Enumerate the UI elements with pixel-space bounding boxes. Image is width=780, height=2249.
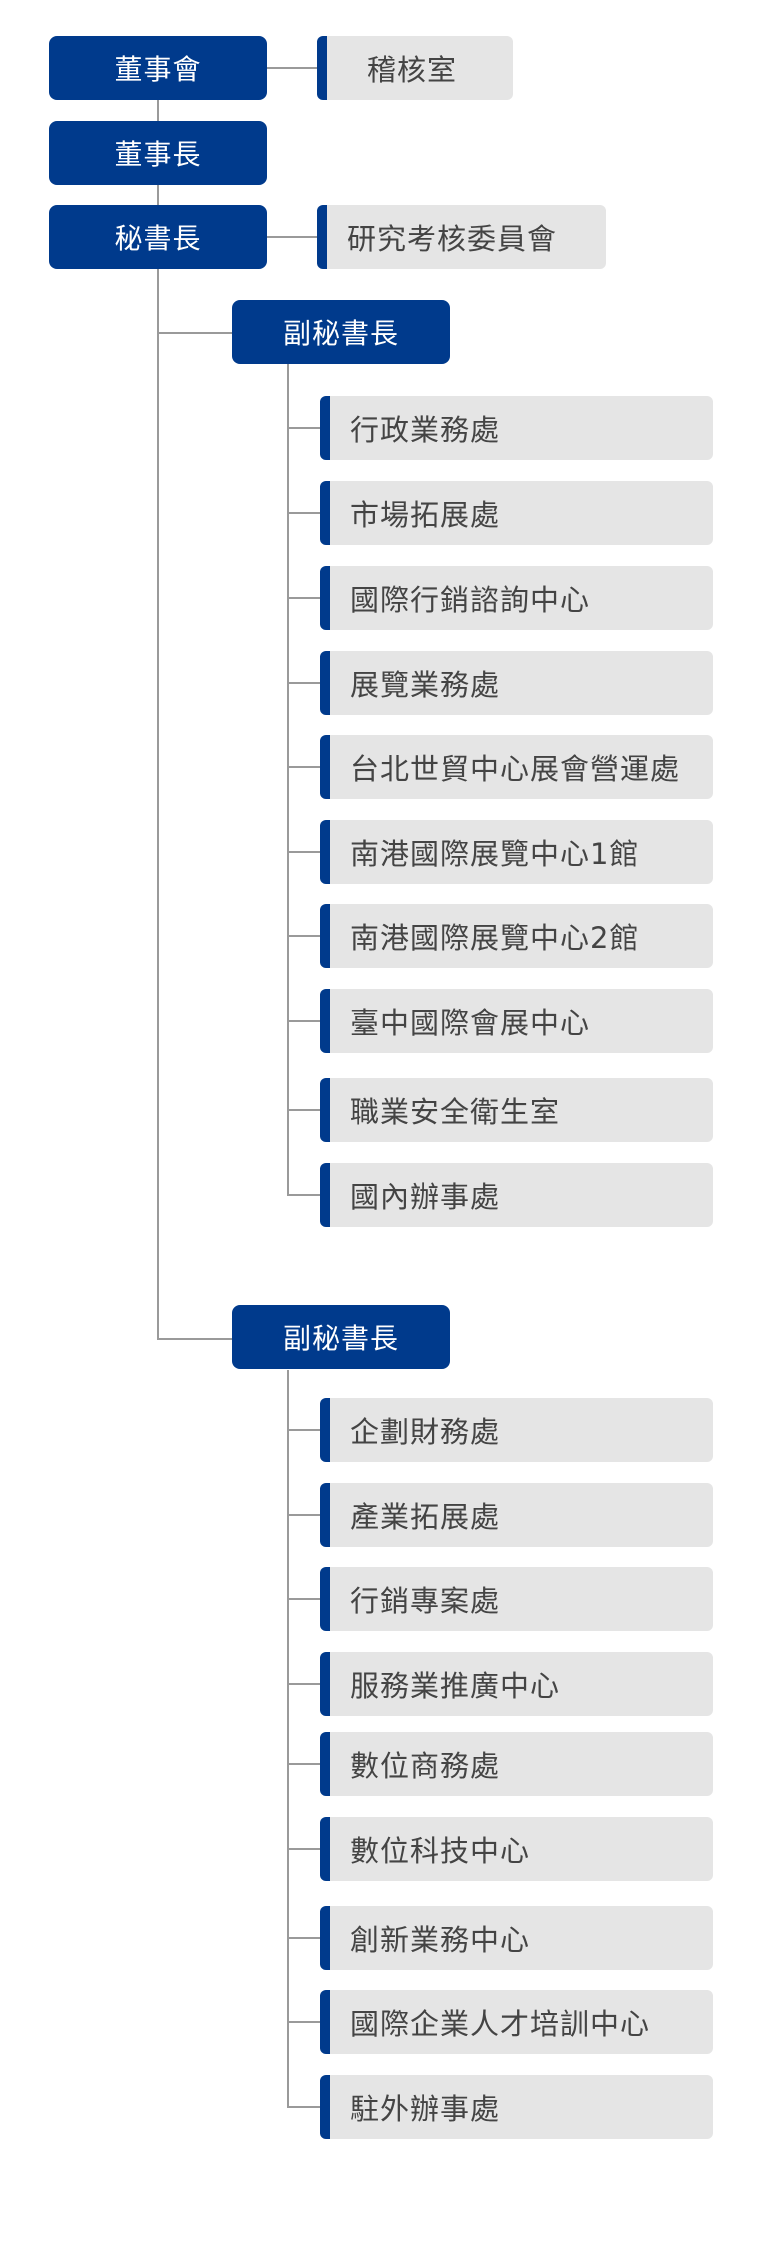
- unit-box: 國際行銷諮詢中心: [320, 566, 713, 630]
- unit-connector: [287, 851, 321, 853]
- group-branch-line: [287, 1370, 289, 2108]
- unit-connector: [287, 1194, 321, 1196]
- connector-board-audit: [267, 67, 319, 69]
- group-branch-line: [287, 364, 289, 1196]
- deputy-secretary-general-box: 副秘書長: [232, 1305, 450, 1369]
- connector-secgen-committee: [267, 236, 319, 238]
- secretary-general-box: 秘書長: [49, 205, 267, 269]
- unit-connector: [287, 1848, 321, 1850]
- unit-box: 駐外辦事處: [320, 2075, 713, 2139]
- unit-connector: [287, 427, 321, 429]
- audit-box: 稽核室: [317, 36, 513, 100]
- unit-connector: [287, 682, 321, 684]
- unit-connector: [287, 1683, 321, 1685]
- unit-box: 數位商務處: [320, 1732, 713, 1796]
- unit-box: 創新業務中心: [320, 1906, 713, 1970]
- unit-connector: [287, 1109, 321, 1111]
- connector-deputy-1: [157, 332, 232, 334]
- unit-connector: [287, 1937, 321, 1939]
- unit-box: 臺中國際會展中心: [320, 989, 713, 1053]
- unit-connector: [287, 1514, 321, 1516]
- connector-deputy-2: [157, 1338, 232, 1340]
- trunk-line: [157, 95, 159, 1340]
- unit-box: 台北世貿中心展會營運處: [320, 735, 713, 799]
- unit-box: 行銷專案處: [320, 1567, 713, 1631]
- unit-connector: [287, 2106, 321, 2108]
- unit-box: 企劃財務處: [320, 1398, 713, 1462]
- unit-box: 服務業推廣中心: [320, 1652, 713, 1716]
- unit-box: 數位科技中心: [320, 1817, 713, 1881]
- unit-connector: [287, 1763, 321, 1765]
- board-box: 董事會: [49, 36, 267, 100]
- unit-connector: [287, 512, 321, 514]
- unit-connector: [287, 935, 321, 937]
- chairman-box: 董事長: [49, 121, 267, 185]
- unit-box: 國內辦事處: [320, 1163, 713, 1227]
- unit-box: 展覽業務處: [320, 651, 713, 715]
- unit-box: 國際企業人才培訓中心: [320, 1990, 713, 2054]
- unit-connector: [287, 1429, 321, 1431]
- unit-box: 行政業務處: [320, 396, 713, 460]
- unit-connector: [287, 1020, 321, 1022]
- unit-box: 南港國際展覽中心2館: [320, 904, 713, 968]
- unit-connector: [287, 597, 321, 599]
- unit-connector: [287, 2021, 321, 2023]
- unit-box: 產業拓展處: [320, 1483, 713, 1547]
- unit-box: 職業安全衛生室: [320, 1078, 713, 1142]
- unit-box: 南港國際展覽中心1館: [320, 820, 713, 884]
- unit-connector: [287, 766, 321, 768]
- unit-connector: [287, 1598, 321, 1600]
- unit-box: 市場拓展處: [320, 481, 713, 545]
- research-committee-box: 研究考核委員會: [317, 205, 606, 269]
- deputy-secretary-general-box: 副秘書長: [232, 300, 450, 364]
